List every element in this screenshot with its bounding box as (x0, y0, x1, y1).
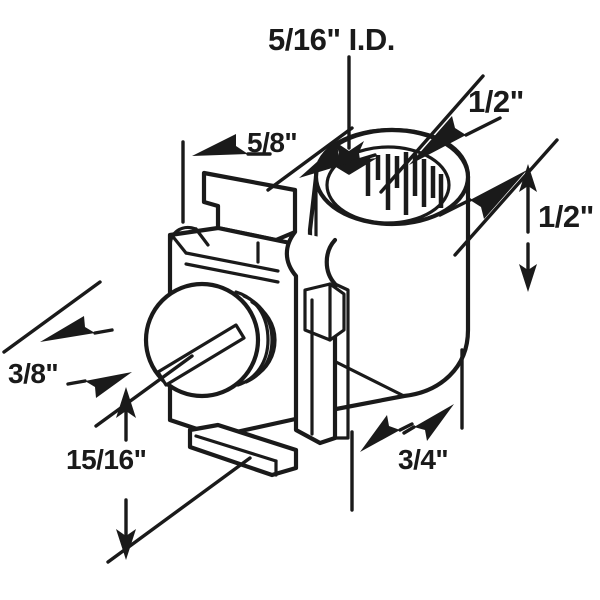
dimension-label-half-right: 1/2" (538, 199, 594, 234)
dimension-label-fifteen-sixteenths: 15/16" (66, 444, 147, 475)
dimension-label-five-eighths: 5/8" (247, 127, 298, 158)
dimension-five-eighths (181, 126, 377, 224)
dimension-three-eighths (2, 280, 194, 428)
retaining-clip (284, 229, 350, 446)
dimension-half-top (379, 74, 559, 257)
dimension-label-three-quarters: 3/4" (398, 444, 449, 475)
dimension-label-half-top: 1/2" (468, 84, 524, 119)
dimension-three-quarters (350, 348, 464, 512)
base-foot (187, 422, 299, 478)
dimension-label-three-eighths: 3/8" (8, 358, 59, 389)
dimension-fifteen-sixteenths (106, 387, 252, 564)
dimension-label-inner-diameter: 5/16" I.D. (268, 22, 395, 57)
dimension-half-right (519, 164, 537, 292)
